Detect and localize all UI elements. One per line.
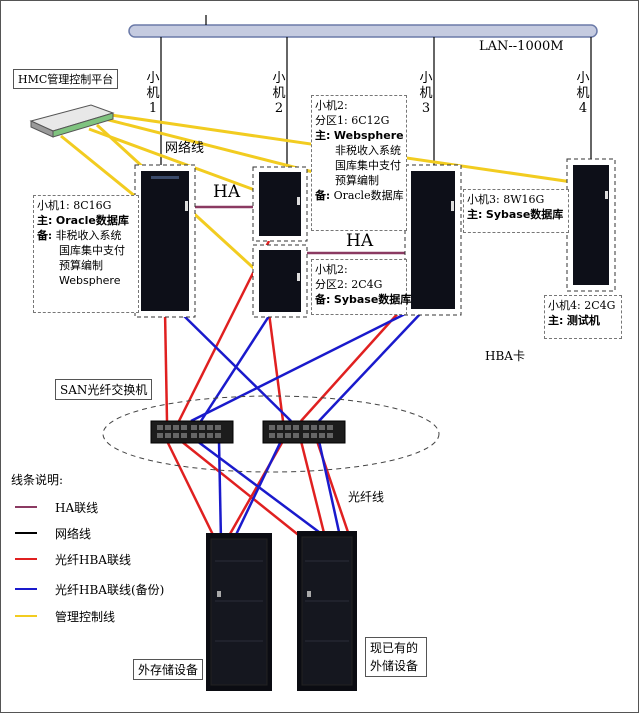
lan-label: LAN--1000M (479, 39, 564, 54)
storage-existing-label: 现已有的外储设备 (365, 637, 427, 677)
fiber-backup-lines (180, 309, 422, 543)
m2p1-info-box: 小机2: 分区1: 6C12G 主: Websphere 非税收入系统 国库集中… (311, 95, 407, 231)
server-m1 (134, 164, 196, 318)
legend-swatch-fiber-backup (15, 588, 37, 590)
legend-title: 线条说明: (11, 473, 64, 487)
m4-title: 小机4: 2C4G (548, 299, 616, 312)
m1-backup-2: 预算编制 (59, 259, 103, 272)
legend-label-network: 网络线 (55, 527, 92, 541)
legend-swatch-mgmt (15, 615, 37, 617)
m2p1-main: Websphere (333, 129, 404, 142)
hba-label: HBA卡 (485, 349, 525, 363)
lan-bus (128, 24, 598, 38)
machine-3-label: 小机3 (419, 71, 433, 116)
m2p1-partition: 分区1: 6C12G (315, 114, 390, 127)
server-m3 (404, 164, 462, 316)
storage-external (206, 533, 272, 691)
server-m4 (566, 158, 616, 292)
legend-swatch-network (15, 532, 37, 534)
m1-info-box: 小机1: 8C16G 主: Oracle数据库 备: 非税收入系统 国库集中支付… (33, 195, 139, 313)
legend-label-ha: HA联线 (55, 501, 99, 515)
net-line-label: 网络线 (165, 141, 205, 156)
m3-info-box: 小机3: 8W16G 主: Sybase数据库 (463, 189, 569, 233)
m2p1-title: 小机2: (315, 99, 348, 112)
m2p2-backup: Sybase数据库 (333, 293, 412, 306)
m1-backup-3: Websphere (59, 274, 121, 287)
m2p2-info-box: 小机2: 分区2: 2C4G 备: Sybase数据库 (311, 259, 411, 315)
m2p1-backup: Oracle数据库 (333, 189, 404, 202)
m1-main: Oracle数据库 (55, 214, 129, 227)
m2p2-partition: 分区2: 2C4G (315, 278, 383, 291)
san-ellipse (102, 395, 440, 473)
san-label: SAN光纤交换机 (55, 379, 153, 400)
m4-info-box: 小机4: 2C4G 主: 测试机 (544, 295, 622, 339)
m2p1-main-tag: 主: (315, 129, 331, 142)
machine-2-label: 小机2 (272, 71, 286, 116)
server-m2-p1 (252, 166, 308, 242)
hmc-label: HMC管理控制平台 (13, 69, 119, 89)
hmc-device (29, 104, 115, 138)
m1-backup-1: 国库集中支付 (59, 244, 125, 257)
m2p1-extra-2: 预算编制 (335, 174, 379, 187)
legend-swatch-ha (15, 506, 37, 508)
m2p1-backup-tag: 备: (315, 189, 331, 202)
machine-1-label: 小机1 (146, 71, 160, 116)
fiber-label: 光纤线 (348, 490, 385, 504)
m4-main-tag: 主: (548, 314, 564, 327)
legend-swatch-fiber (15, 558, 37, 560)
ha-label-1: HA (213, 182, 241, 202)
m1-backup-tag: 备: (37, 229, 53, 242)
machine-4-label: 小机4 (576, 71, 590, 116)
storage-existing (297, 531, 357, 691)
m3-main-tag: 主: (467, 208, 483, 221)
m3-main: Sybase数据库 (485, 208, 564, 221)
san-switch-1 (150, 420, 234, 444)
legend-label-fiber: 光纤HBA联线 (55, 553, 131, 567)
m1-main-tag: 主: (37, 214, 53, 227)
m2p2-title: 小机2: (315, 263, 348, 276)
m2p1-extra-1: 国库集中支付 (335, 159, 401, 172)
server-m2-p2 (252, 244, 308, 318)
storage-external-label: 外存储设备 (133, 659, 204, 680)
legend-label-mgmt: 管理控制线 (55, 610, 116, 624)
legend-label-fiber-backup: 光纤HBA联线(备份) (55, 583, 165, 597)
ha-label-2: HA (346, 231, 374, 251)
san-switch-2 (262, 420, 346, 444)
m2p1-extra-0: 非税收入系统 (335, 144, 401, 157)
m1-title: 小机1: 8C16G (37, 199, 112, 212)
m1-backup-0: 非税收入系统 (55, 229, 122, 242)
m4-main: 测试机 (566, 314, 600, 327)
m2p2-backup-tag: 备: (315, 293, 331, 306)
m3-title: 小机3: 8W16G (467, 193, 545, 206)
